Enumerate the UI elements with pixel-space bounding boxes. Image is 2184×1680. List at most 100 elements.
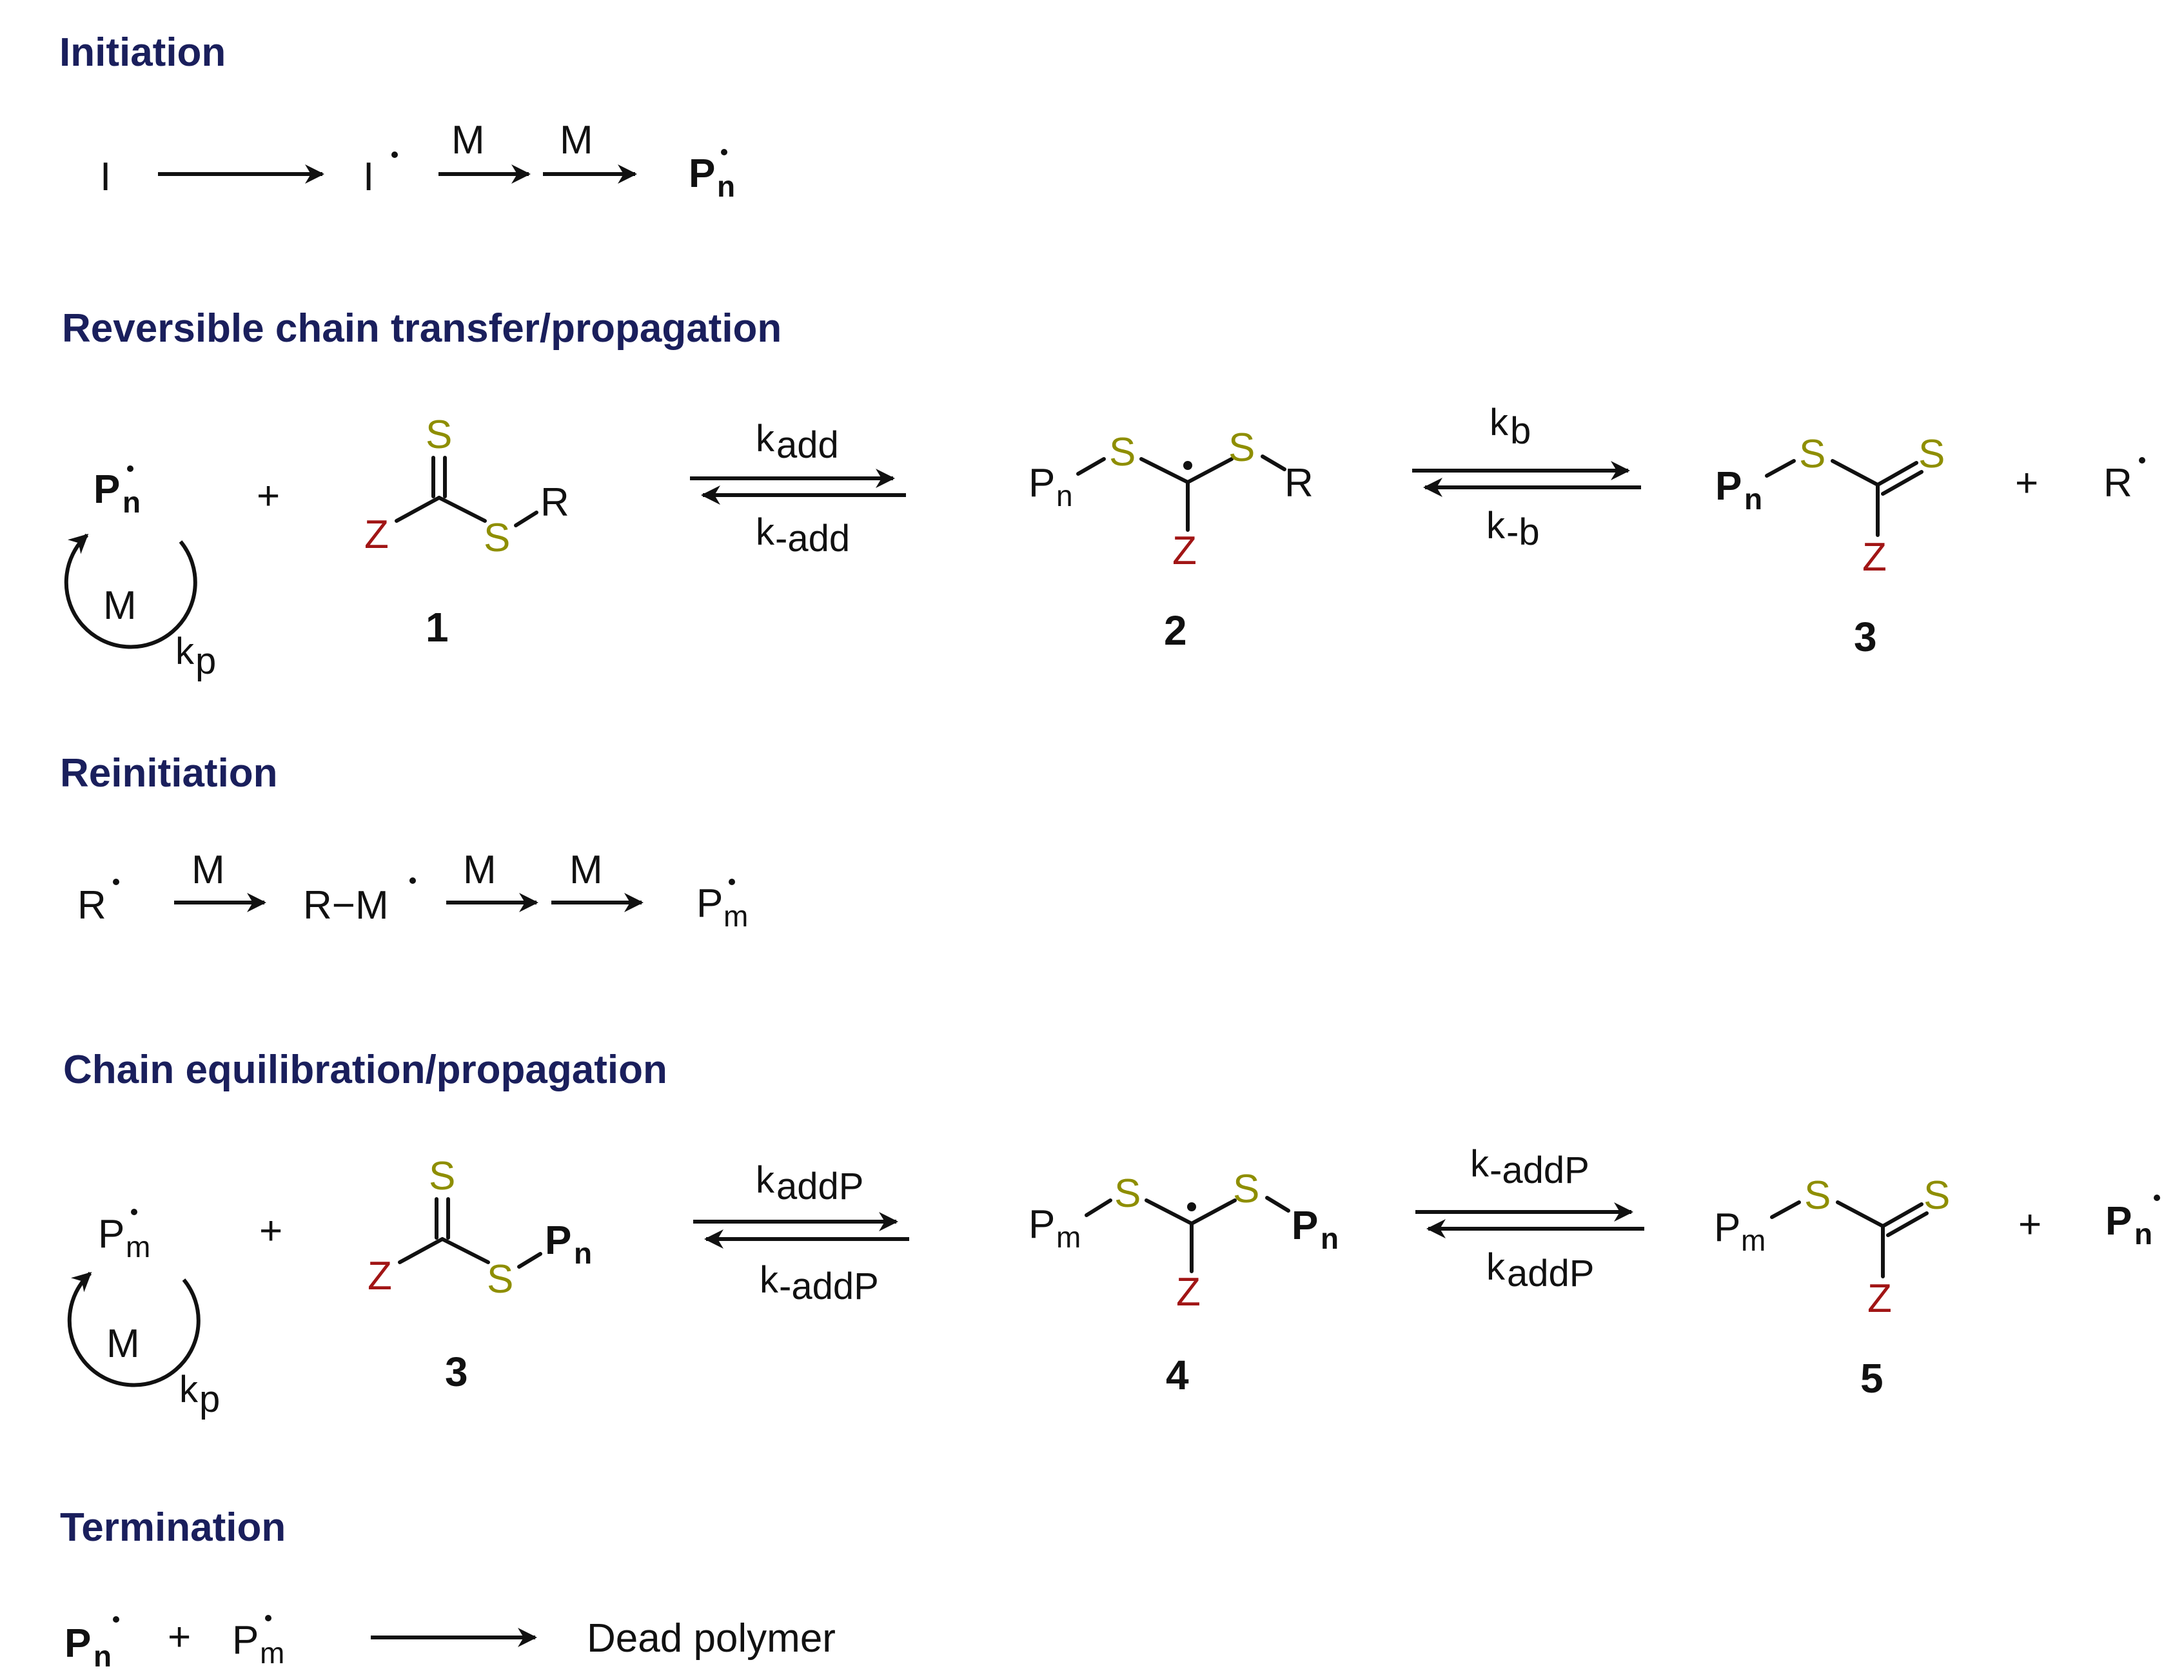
plus-sign: + [2018,1202,2041,1247]
radical-dot [113,1616,119,1623]
compound-number-3: 3 [445,1349,468,1395]
sulfur: S [1228,425,1255,470]
header-initiation: Initiation [59,30,226,75]
rate-k-addP: k [760,1259,779,1301]
bond-s-r [1261,454,1286,471]
rate-kp: k [175,630,195,672]
propagating-radical-label: P [64,1621,91,1666]
rate-kp-sub: p [195,640,216,682]
radical-dot [265,1615,271,1621]
subscript-m: m [126,1230,150,1264]
subscript-n: n [123,485,141,519]
rate-k-addP-sub: -addP [1490,1149,1589,1191]
bond-c-s [437,496,487,523]
propagating-radical-label: P [2105,1199,2132,1244]
header-termination: Termination [60,1505,286,1550]
subscript-m: m [1741,1224,1766,1257]
sulfur: S [1109,430,1136,474]
rate-kp-sub: p [199,1378,220,1420]
radical-dot [131,1209,137,1215]
monomer-label: M [106,1322,140,1366]
propagating-radical-label: P [93,467,120,512]
sulfur: S [1114,1171,1141,1216]
rate-kaddP: k [1486,1246,1506,1288]
monomer-label: M [192,848,225,892]
plus-sign: + [259,1209,282,1253]
subscript-n: n [1056,479,1073,513]
leaving-group: R [540,480,569,525]
z-group: Z [1862,535,1887,580]
sulfur-thione: S [426,413,452,457]
bond-p-s [1076,457,1106,476]
propagation-cycle-arrow [67,1271,201,1387]
bond-p-s [1765,459,1796,478]
bond-c-s [1190,1198,1237,1226]
rate-kaddP-sub: addP [1507,1253,1594,1294]
z-group: Z [1867,1276,1892,1321]
radical-dot [1187,1202,1196,1211]
monomer-label: M [103,583,137,628]
leaving-radical: R [2103,461,2132,505]
bond-c-z [398,1237,444,1264]
bond-s-c [1139,457,1190,484]
plus-sign: + [168,1615,191,1659]
compound-number-4: 4 [1166,1352,1189,1398]
compound-number-2: 2 [1164,607,1187,654]
rate-kadd: k [756,418,775,460]
sulfur: S [1799,432,1825,476]
bond-c-z [395,496,441,523]
initiator: I [100,155,111,199]
rate-kaddP-sub: addP [776,1166,863,1207]
propagating-radical-m: P [232,1618,259,1663]
subscript-n: n [1744,482,1762,516]
bond-p-s [1085,1198,1112,1217]
radical-dot [2139,457,2145,464]
bond-p-s [1770,1200,1801,1219]
double-bond [1886,1211,1929,1237]
leaving-radical: R [77,883,106,928]
propagating-radical-label: P [689,151,715,196]
sulfur-thio: S [487,1257,513,1302]
rate-k-addP-sub: -addP [779,1265,879,1307]
plus-sign: + [257,474,280,518]
rate-k-add: k [756,511,775,553]
double-bond [1881,1202,1923,1228]
monomer-label: M [463,848,497,892]
polymer-chain-m: P [1714,1206,1740,1250]
header-transfer: Reversible chain transfer/propagation [62,306,782,351]
leaving-group: R [1284,461,1313,505]
header-equilibration: Chain equilibration/propagation [63,1048,667,1092]
polymer-chain: P [545,1218,571,1263]
polymer-chain: P [1715,464,1742,509]
initiator-radical: I [363,155,374,199]
radical-dot [729,879,735,885]
sulfur: S [1233,1167,1259,1211]
bond-s-c [1831,459,1880,487]
compound-number-5: 5 [1860,1355,1884,1402]
header-reinitiation: Reinitiation [60,751,278,796]
z-group: Z [1176,1270,1201,1314]
subscript-m: m [260,1636,284,1670]
rate-k-add-sub: -add [775,518,850,560]
subscript-n: n [717,170,735,203]
polymer-chain-m: P [1028,1202,1055,1247]
z-group: Z [1172,529,1197,573]
rate-kaddP: k [756,1159,775,1201]
subscript-m: m [723,899,748,933]
rate-kadd-sub: add [776,424,839,466]
sulfur-thione: S [1923,1173,1950,1218]
monomer-label: M [560,118,593,162]
z-group: Z [368,1254,392,1298]
radical-dot [1183,461,1192,470]
subscript-m: m [1056,1220,1081,1254]
rate-kb-sub: b [1510,410,1531,452]
double-bond [1876,461,1918,487]
bond-s-c [1836,1200,1885,1228]
subscript-n: n [2134,1217,2152,1251]
radical-dot [113,879,119,885]
subscript-n: n [574,1236,592,1270]
radical-dot [409,877,416,884]
radical-dot [391,151,398,158]
